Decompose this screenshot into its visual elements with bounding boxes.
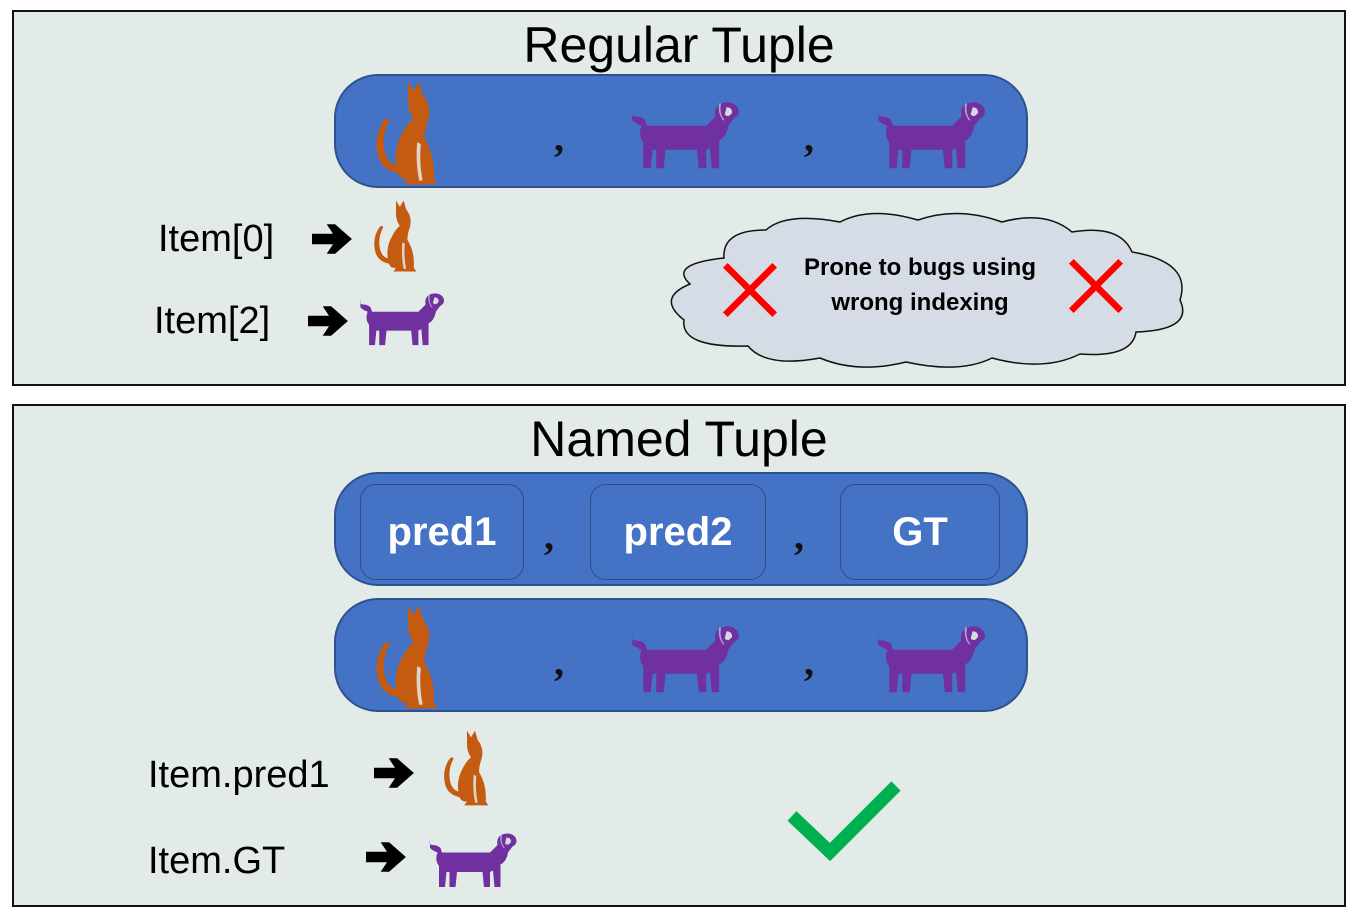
field-names-pill: pred1 , pred2 , GT bbox=[334, 472, 1028, 586]
dog-icon bbox=[872, 622, 988, 696]
field-box-pred1: pred1 bbox=[360, 484, 524, 580]
arrow-right-icon bbox=[366, 840, 408, 874]
named-tuple-values-pill: , , bbox=[334, 598, 1028, 712]
dog-icon bbox=[626, 622, 742, 696]
named-tuple-panel: Named Tuple pred1 , pred2 , GT , , Item.… bbox=[12, 404, 1346, 907]
dog-icon bbox=[426, 830, 518, 890]
separator-comma: , bbox=[554, 639, 564, 684]
arrow-right-icon bbox=[374, 756, 416, 790]
separator-comma: , bbox=[794, 513, 804, 558]
cat-icon bbox=[370, 198, 422, 274]
field-box-pred2: pred2 bbox=[590, 484, 766, 580]
access-label-gt: Item.GT bbox=[148, 840, 286, 882]
regular-tuple-title: Regular Tuple bbox=[523, 17, 835, 73]
warning-message: Prone to bugs using wrong indexing bbox=[770, 250, 1070, 320]
regular-tuple-pill: , , bbox=[334, 74, 1028, 188]
separator-comma: , bbox=[544, 513, 554, 558]
cat-icon bbox=[370, 602, 446, 712]
warning-line-2: wrong indexing bbox=[831, 289, 1009, 316]
access-label-index-0: Item[0] bbox=[158, 218, 275, 260]
cat-icon bbox=[370, 78, 446, 188]
separator-comma: , bbox=[554, 115, 564, 160]
cat-icon bbox=[438, 728, 496, 808]
warning-cloud bbox=[670, 212, 1184, 368]
field-box-gt: GT bbox=[840, 484, 1000, 580]
arrow-right-icon bbox=[312, 222, 354, 256]
green-check-icon bbox=[787, 781, 901, 862]
dog-icon bbox=[872, 98, 988, 172]
arrow-right-icon bbox=[308, 304, 350, 338]
dog-icon bbox=[356, 290, 446, 348]
red-x-icon bbox=[1068, 258, 1124, 314]
regular-tuple-panel: Regular Tuple , , Item[0] Item[2] Prone … bbox=[12, 10, 1346, 386]
named-tuple-title: Named Tuple bbox=[530, 411, 828, 467]
separator-comma: , bbox=[804, 639, 814, 684]
access-label-pred1: Item.pred1 bbox=[148, 754, 330, 796]
warning-line-1: Prone to bugs using bbox=[804, 254, 1036, 281]
access-label-index-2: Item[2] bbox=[154, 300, 271, 342]
separator-comma: , bbox=[804, 115, 814, 160]
dog-icon bbox=[626, 98, 742, 172]
